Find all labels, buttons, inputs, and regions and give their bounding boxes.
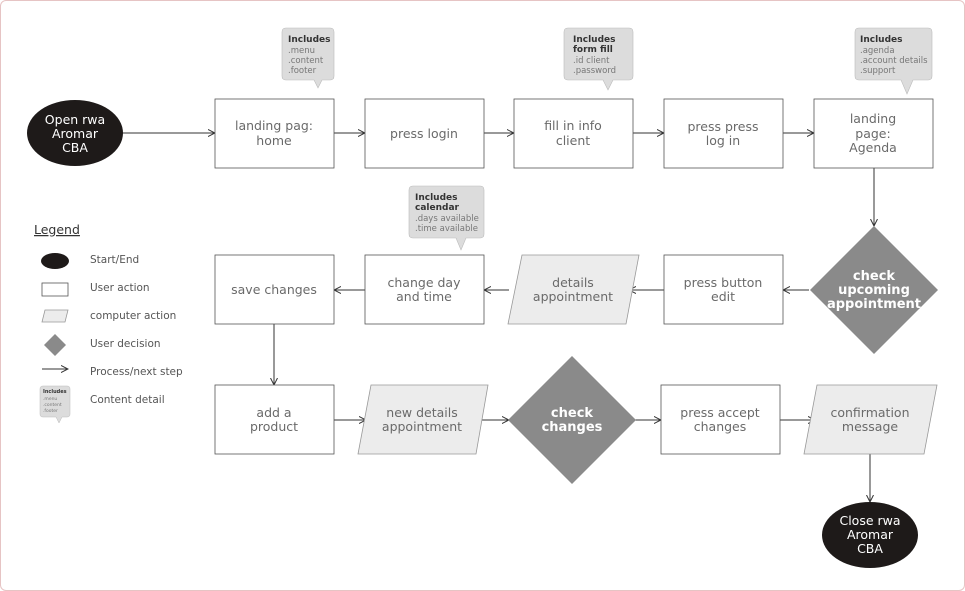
landing-home-line-1: landing pag:: [235, 118, 313, 133]
callout-home-item: .footer: [288, 66, 317, 76]
add-product-line-2: product: [250, 419, 298, 434]
callout-agenda-title: Includes: [860, 35, 903, 45]
legend-title: Legend: [34, 222, 80, 237]
decision-check-upcoming: check upcoming appointment: [810, 226, 938, 354]
callout-form-item: .password: [573, 66, 616, 76]
computer-action-new-details: new details appointment: [357, 384, 489, 455]
press-edit-line-1: press button: [684, 275, 763, 290]
fill-info-line-1: fill in info: [544, 118, 602, 133]
press-accept-line-2: changes: [694, 419, 747, 434]
check-upcoming-line-1: check: [853, 269, 895, 284]
user-action-press-accept: press accept changes: [660, 384, 781, 455]
callout-home-title: Includes: [288, 35, 331, 45]
user-action-landing-agenda: landing page: Agenda: [813, 98, 934, 169]
landing-agenda-line-1: landing: [850, 111, 896, 126]
user-action-fill-info: fill in info client: [513, 98, 634, 169]
callout-calendar: Includes calendar .days available .time …: [408, 185, 485, 251]
end-line-2: Aromar: [847, 527, 894, 542]
start-line-1: Open rwa: [45, 112, 105, 127]
user-action-press-login: press login: [364, 98, 485, 169]
legend-content-detail-symbol: Includes .menu .content .footer: [39, 385, 71, 424]
user-action-add-product: add a product: [214, 384, 335, 455]
legend-mini-item: .content: [43, 402, 62, 408]
callout-form-title: Includes: [573, 35, 616, 45]
connectors: [122, 133, 874, 502]
start-terminal: Open rwa Aromar CBA: [27, 100, 123, 166]
user-action-change-day: change day and time: [364, 254, 485, 325]
press-login-line-1: press login: [390, 126, 458, 141]
legend-item-user-decision: User decision: [90, 338, 161, 350]
change-day-line-1: change day: [388, 275, 462, 290]
legend-mini-item: .menu: [43, 397, 57, 402]
confirmation-line-2: message: [842, 419, 898, 434]
check-upcoming-line-3: appointment: [827, 297, 921, 312]
landing-agenda-line-2: page:: [855, 126, 890, 141]
callout-home-item: .menu: [288, 46, 315, 56]
callout-form-item: .id client: [573, 56, 610, 66]
press-accept-line-1: press accept: [680, 405, 760, 420]
legend: Legend Start/End User action computer ac…: [34, 222, 183, 424]
legend-item-user-action: User action: [90, 282, 150, 294]
callout-agenda-item: .agenda: [860, 46, 895, 56]
computer-action-confirmation: confirmation message: [803, 384, 938, 455]
legend-item-start-end: Start/End: [90, 254, 139, 266]
end-line-1: Close rwa: [839, 513, 900, 528]
end-terminal: Close rwa Aromar CBA: [822, 502, 918, 568]
legend-item-process: Process/next step: [90, 366, 183, 378]
change-day-line-2: and time: [396, 289, 452, 304]
legend-decision-symbol: [44, 334, 66, 356]
start-line-3: CBA: [62, 140, 88, 155]
legend-mini-item: .footer: [43, 408, 58, 414]
user-action-press-edit: press button edit: [663, 254, 784, 325]
callout-home: Includes .menu .content .footer: [281, 27, 335, 89]
legend-mini-title: Includes: [43, 389, 67, 395]
new-details-line-1: new details: [386, 405, 457, 420]
add-product-line-1: add a: [256, 405, 291, 420]
save-changes-line-1: save changes: [231, 282, 317, 297]
details-appointment-line-2: appointment: [533, 289, 613, 304]
press-log-in-line-2: log in: [706, 133, 740, 148]
callout-calendar-subtitle: calendar: [415, 203, 460, 213]
press-log-in-line-1: press press: [687, 119, 758, 134]
callout-agenda-item: .support: [860, 66, 896, 76]
legend-computer-action-symbol: [41, 309, 69, 323]
decision-check-changes: check changes: [508, 356, 636, 484]
callout-home-item: .content: [288, 56, 324, 66]
check-changes-line-2: changes: [542, 420, 603, 435]
fill-info-line-2: client: [556, 133, 590, 148]
callout-form: Includes form fill .id client .password: [563, 27, 634, 91]
callout-calendar-item: .days available: [415, 214, 479, 224]
details-appointment-line-1: details: [552, 275, 594, 290]
user-action-save-changes: save changes: [214, 254, 335, 325]
new-details-line-2: appointment: [382, 419, 462, 434]
callout-agenda-item: .account details: [860, 56, 928, 66]
end-line-3: CBA: [857, 541, 883, 556]
check-changes-line-1: check: [551, 406, 593, 421]
callout-calendar-title: Includes: [415, 193, 458, 203]
landing-agenda-line-3: Agenda: [849, 140, 897, 155]
confirmation-line-1: confirmation: [830, 405, 909, 420]
callout-agenda: Includes .agenda .account details .suppo…: [854, 27, 933, 95]
legend-item-content-detail: Content detail: [90, 394, 165, 406]
computer-action-details-appointment: details appointment: [507, 254, 640, 325]
landing-home-line-2: home: [256, 133, 292, 148]
check-upcoming-line-2: upcoming: [838, 283, 910, 298]
legend-user-action-symbol: [41, 282, 69, 297]
start-line-2: Aromar: [52, 126, 99, 141]
press-edit-line-2: edit: [711, 289, 735, 304]
callout-form-subtitle: form fill: [573, 45, 613, 55]
legend-start-end-symbol: [41, 253, 69, 269]
user-action-press-log-in: press press log in: [663, 98, 784, 169]
legend-item-computer-action: computer action: [90, 310, 176, 322]
user-action-landing-home: landing pag: home: [214, 98, 335, 169]
callout-calendar-item: .time available: [415, 224, 478, 234]
